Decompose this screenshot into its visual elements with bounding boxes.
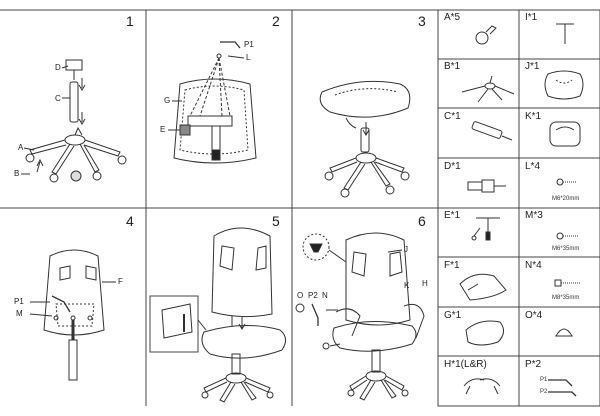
callout-h: H	[422, 279, 428, 288]
callout-e: E	[160, 125, 166, 134]
part-m-spec: M6*35mm	[552, 246, 580, 252]
screw-icon	[216, 53, 222, 59]
part-j-label: J*1	[525, 61, 540, 72]
backrest-bracket-icon	[471, 217, 500, 241]
callout-c: C	[55, 94, 61, 103]
arrow-down-icon	[238, 316, 246, 330]
allen-key-icon	[548, 379, 577, 397]
gas-cylinder-icon	[69, 81, 79, 123]
callout-g: G	[164, 96, 171, 105]
callout-b: B	[14, 169, 20, 178]
callout-p1: P1	[14, 297, 24, 306]
star-base-icon	[461, 75, 515, 103]
screw-icon	[556, 178, 576, 186]
step-2-number: 2	[272, 13, 280, 29]
callout-j: J	[404, 245, 408, 254]
part-p-label: P*2	[525, 359, 542, 370]
lumbar-pillow-icon	[544, 70, 584, 100]
backrest-bracket-icon	[179, 115, 233, 161]
seat-icon	[319, 80, 411, 118]
arrow-down-icon	[78, 78, 86, 91]
part-c-label: C*1	[444, 111, 461, 122]
chair-back-icon	[173, 78, 257, 164]
cylinder-cover-icon	[65, 59, 83, 71]
arrow-up-icon	[36, 158, 44, 173]
star-base-icon	[29, 126, 121, 175]
step-4-drawing	[29, 249, 116, 381]
t-handle-icon	[556, 23, 574, 44]
caster-wheel-icon	[475, 25, 497, 45]
part-p1-label: P1	[540, 377, 548, 383]
bolt-icon	[554, 279, 580, 287]
step-6-number: 6	[418, 213, 426, 229]
step-1-number: 1	[126, 13, 134, 29]
part-i-label: I*1	[525, 12, 538, 23]
callout-k: K	[404, 281, 410, 290]
parts-table-grid	[437, 9, 600, 407]
step-6-drawing	[295, 232, 425, 401]
part-o-label: O*4	[525, 310, 543, 321]
part-g-label: G*1	[444, 310, 462, 321]
chair-back-icon	[345, 232, 411, 326]
part-d-label: D*1	[444, 161, 461, 172]
part-m-label: M*3	[525, 210, 543, 221]
chair-back-icon	[211, 227, 273, 318]
armrest-icon	[465, 320, 504, 346]
step-5-number: 5	[272, 213, 280, 229]
callout-d: D	[55, 63, 61, 72]
part-f-label: F*1	[444, 260, 460, 271]
t-handle-icon	[309, 243, 323, 253]
armrest-icon	[335, 308, 361, 337]
cap-icon	[295, 303, 305, 313]
callout-m: M	[16, 309, 23, 318]
step-3-number: 3	[418, 13, 426, 29]
star-base-icon	[203, 372, 271, 403]
screw-icon	[53, 315, 59, 321]
parts-icons	[459, 23, 584, 397]
step-1-drawing	[21, 59, 127, 183]
gas-cylinder-icon	[471, 121, 513, 141]
star-base-icon	[329, 152, 405, 191]
part-k-label: K*1	[525, 111, 542, 122]
armrest-pair-icon	[463, 378, 501, 395]
cap-icon	[555, 328, 573, 337]
callout-o: O	[297, 291, 304, 300]
callout-l: L	[246, 53, 251, 62]
part-n-spec: M8*35mm	[552, 295, 580, 301]
allen-key-icon	[220, 41, 241, 49]
seat-icon	[201, 324, 286, 359]
chair-back-icon	[43, 249, 105, 336]
callout-n: N	[322, 291, 328, 300]
star-base-icon	[349, 370, 405, 401]
part-e-label: E*1	[444, 210, 461, 221]
armrest-icon	[459, 273, 507, 301]
callout-f: F	[118, 277, 123, 286]
callout-a: A	[18, 143, 24, 152]
allen-key-icon	[311, 303, 319, 326]
part-l-label: L*4	[525, 161, 541, 172]
step-2-drawing	[168, 41, 257, 164]
step-4-number: 4	[126, 213, 134, 229]
part-h-label: H*1(L&R)	[444, 359, 487, 370]
step-5-drawing	[149, 227, 286, 403]
callout-p1: P1	[244, 40, 254, 49]
caster-wheel-icon	[25, 153, 35, 163]
part-a-label: A*5	[444, 12, 461, 23]
part-p2-label: P2	[540, 389, 548, 395]
allen-key-icon	[51, 295, 71, 313]
step-3-drawing	[319, 80, 411, 198]
headrest-pillow-icon	[549, 121, 581, 147]
bolt-icon	[556, 232, 578, 240]
cylinder-cover-icon	[467, 179, 506, 193]
part-b-label: B*1	[444, 61, 461, 72]
part-l-spec: M6*20mm	[552, 196, 580, 202]
seat-icon	[332, 320, 417, 352]
callout-p2: P2	[308, 291, 318, 300]
part-n-label: N*4	[525, 260, 542, 271]
